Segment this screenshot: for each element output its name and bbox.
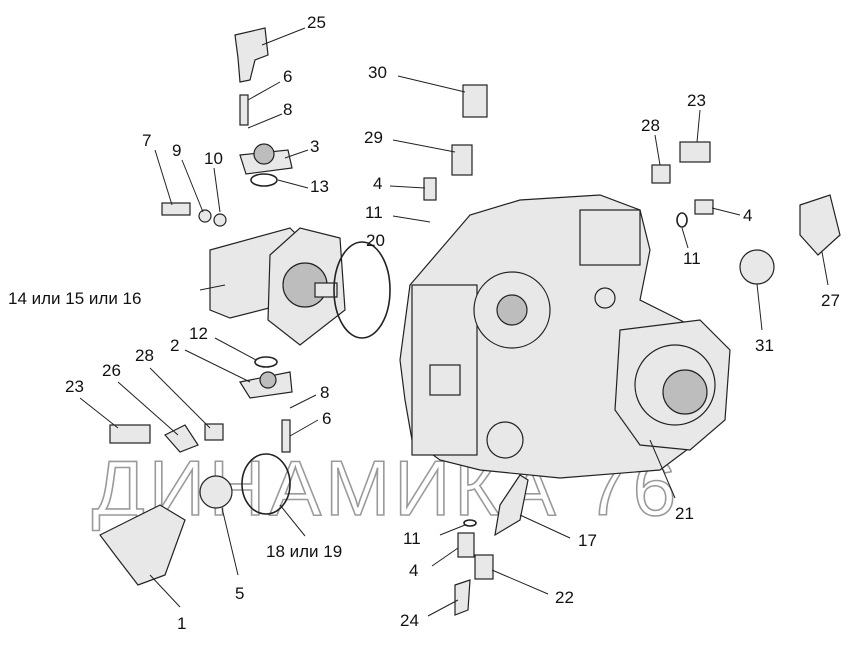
callout-31: 31 bbox=[755, 336, 774, 355]
callout-26: 26 bbox=[102, 361, 121, 380]
callout-11: 11 bbox=[403, 529, 421, 548]
callout-14-15-16: 14 или 15 или 16 bbox=[8, 289, 141, 308]
pump-body bbox=[399, 194, 731, 479]
callout-1: 1 bbox=[177, 614, 186, 633]
callout-21: 21 bbox=[675, 504, 694, 523]
o-ring-12 bbox=[254, 356, 278, 368]
callout-24: 24 bbox=[400, 611, 419, 630]
callout-5: 5 bbox=[235, 584, 244, 603]
callout-8: 8 bbox=[283, 100, 292, 119]
callout-18-19: 18 или 19 bbox=[266, 542, 342, 561]
callout-6: 6 bbox=[283, 67, 292, 86]
callout-27: 27 bbox=[821, 291, 840, 310]
callout-11: 11 bbox=[683, 249, 701, 268]
callout-labels: 25 6 8 3 13 7 9 10 30 29 4 11 20 28 23 4… bbox=[8, 13, 840, 633]
callout-25: 25 bbox=[307, 13, 326, 32]
callout-6: 6 bbox=[322, 409, 331, 428]
callout-22: 22 bbox=[555, 588, 574, 607]
leader-lines bbox=[79, 27, 829, 617]
callout-13: 13 bbox=[310, 177, 329, 196]
callout-28: 28 bbox=[641, 116, 660, 135]
callout-2: 2 bbox=[170, 336, 179, 355]
callout-29: 29 bbox=[364, 128, 383, 147]
callout-7: 7 bbox=[142, 131, 151, 150]
callout-4: 4 bbox=[373, 174, 382, 193]
callout-17: 17 bbox=[578, 531, 597, 550]
callout-28: 28 bbox=[135, 346, 154, 365]
callout-9: 9 bbox=[172, 141, 181, 160]
callout-23: 23 bbox=[65, 377, 84, 396]
callout-30: 30 bbox=[368, 63, 387, 82]
callout-20: 20 bbox=[366, 231, 385, 250]
callout-4: 4 bbox=[409, 561, 418, 580]
callout-8: 8 bbox=[320, 383, 329, 402]
callout-12: 12 bbox=[189, 324, 208, 343]
callout-23: 23 bbox=[687, 91, 706, 110]
fittings bbox=[99, 27, 841, 616]
callout-10: 10 bbox=[204, 149, 223, 168]
filter-housing bbox=[209, 227, 346, 346]
callout-11: 11 bbox=[365, 203, 383, 222]
callout-4: 4 bbox=[743, 206, 752, 225]
o-ring-20 bbox=[333, 241, 391, 339]
o-ring-13 bbox=[250, 173, 278, 187]
callout-3: 3 bbox=[310, 137, 319, 156]
o-ring-18-19 bbox=[241, 453, 291, 515]
